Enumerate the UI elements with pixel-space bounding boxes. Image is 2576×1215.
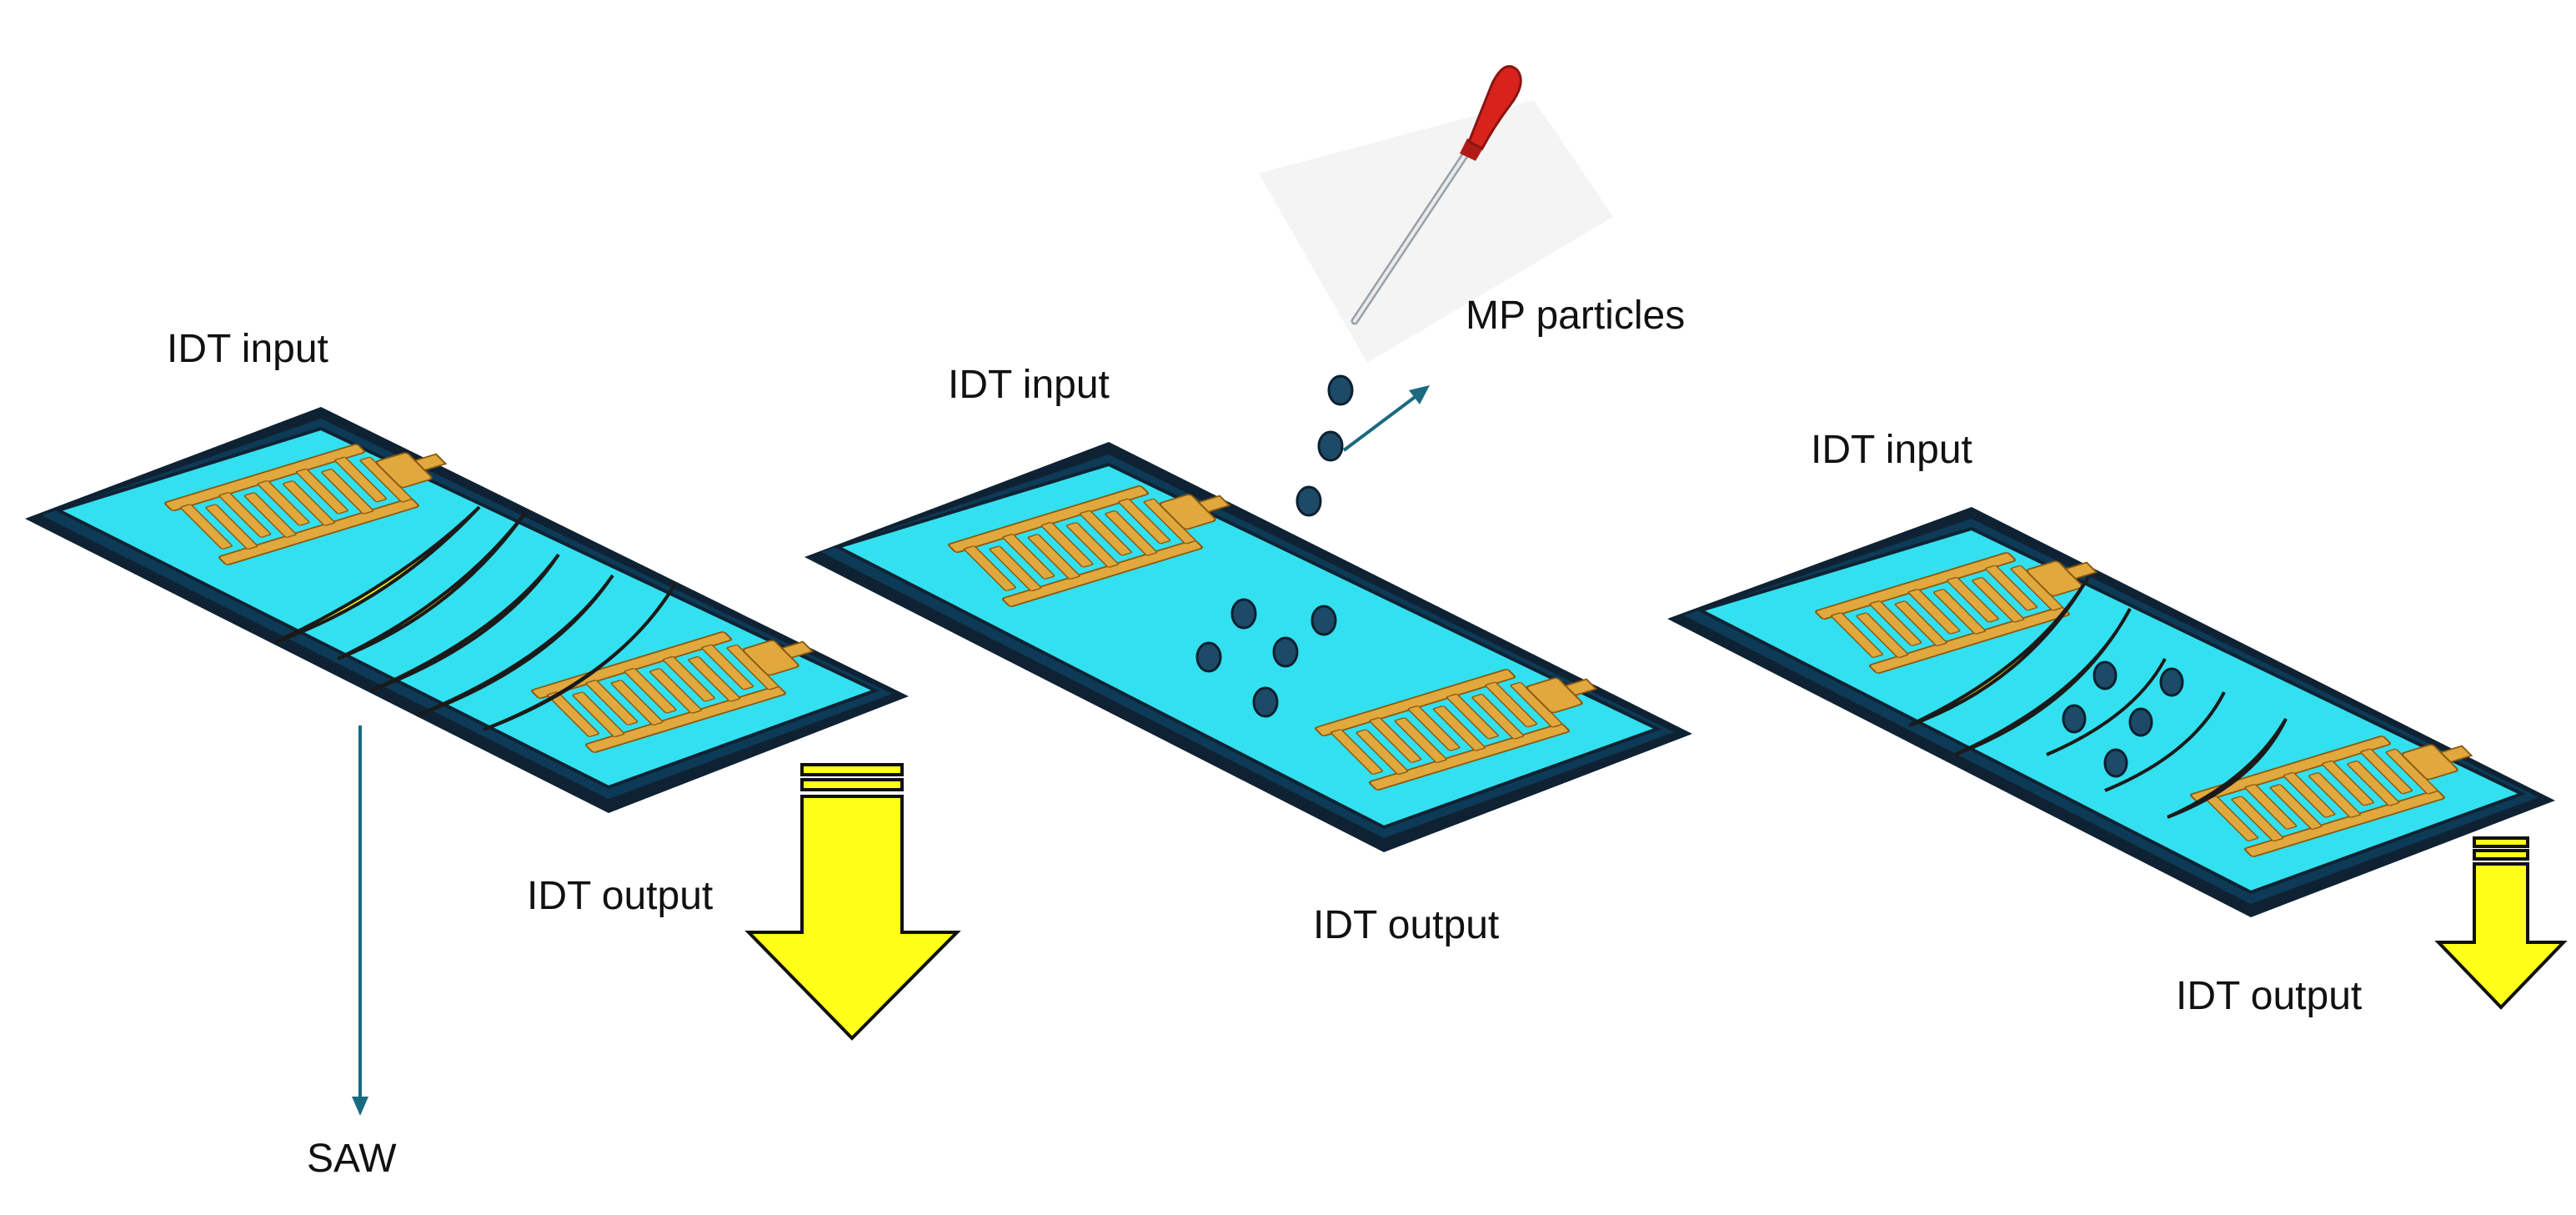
particle-icon bbox=[2159, 667, 2184, 697]
particle-icon bbox=[1296, 485, 1322, 517]
panel-2: IDT input IDT output MP particles bbox=[804, 65, 1692, 947]
particle-icon bbox=[1311, 605, 1337, 636]
idt-output-label: IDT output bbox=[527, 874, 713, 918]
particle-icon bbox=[2128, 707, 2153, 737]
saw-pointer-arrow bbox=[352, 725, 368, 1116]
substrate-surface bbox=[53, 426, 880, 790]
idt-output-label: IDT output bbox=[1313, 903, 1499, 947]
particles-pointer-arrow bbox=[1342, 385, 1430, 452]
output-arrow-icon bbox=[2434, 836, 2568, 1010]
idt-input-label: IDT input bbox=[167, 327, 328, 371]
substrate-surface bbox=[833, 462, 1662, 830]
saw-wave-icon bbox=[274, 505, 677, 731]
particles-on-surface bbox=[1195, 598, 1337, 718]
idt-input-label: IDT input bbox=[1811, 428, 1972, 472]
particle-icon bbox=[1327, 374, 1354, 406]
saw-wave-icon bbox=[1908, 575, 2288, 819]
particle-icon bbox=[1252, 686, 1279, 718]
particle-icon bbox=[2092, 660, 2117, 690]
particle-icon bbox=[1317, 430, 1344, 462]
output-arrow-icon bbox=[744, 763, 961, 1041]
mp-particles-label: MP particles bbox=[1466, 294, 1685, 338]
particle-icon bbox=[2103, 748, 2128, 778]
pipette-icon bbox=[1259, 65, 1613, 363]
idt-output-label: IDT output bbox=[2176, 974, 2362, 1018]
particles-on-surface bbox=[2062, 660, 2184, 778]
falling-particles bbox=[1296, 374, 1354, 517]
particle-icon bbox=[1195, 641, 1222, 673]
idt-input-label: IDT input bbox=[948, 363, 1110, 407]
particle-icon bbox=[2062, 704, 2087, 734]
saw-label: SAW bbox=[307, 1137, 397, 1181]
particle-icon bbox=[1230, 598, 1257, 630]
panel-3: IDT input IDT output bbox=[1667, 428, 2568, 1018]
panel-1: IDT input IDT output SAW bbox=[25, 327, 961, 1181]
particle-icon bbox=[1272, 636, 1299, 668]
